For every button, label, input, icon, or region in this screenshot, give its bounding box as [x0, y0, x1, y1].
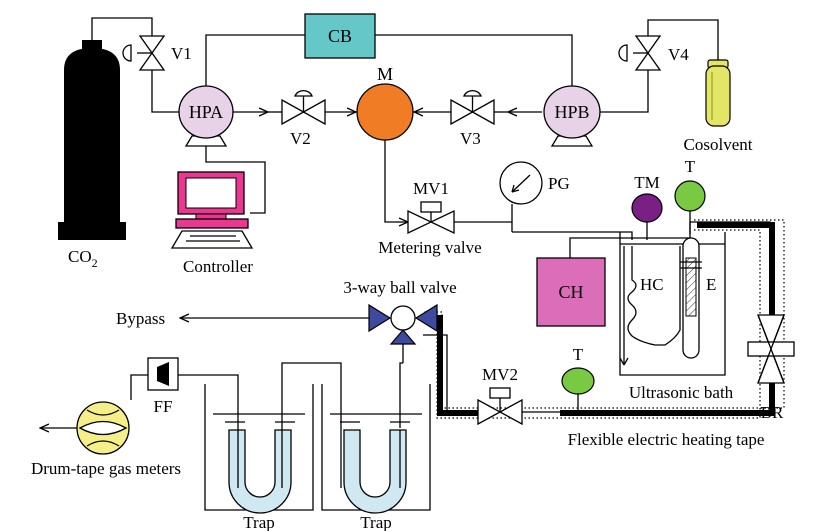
- trap-1: [204, 384, 314, 514]
- ch-label: CH: [558, 282, 583, 302]
- ultrasonic-bath-label: Ultrasonic bath: [629, 383, 734, 402]
- ff-label: FF: [154, 397, 173, 416]
- pg-label: PG: [548, 174, 570, 193]
- t-bottom-label: T: [573, 345, 584, 364]
- hpb-pump: [543, 85, 601, 147]
- v3-label: V3: [460, 129, 481, 148]
- trap-2-label: Trap: [360, 513, 392, 531]
- hpa-label: HPA: [189, 102, 223, 122]
- v1-label: V1: [171, 44, 192, 63]
- e-label: E: [706, 275, 716, 294]
- pg-pressure-gauge: [499, 161, 543, 205]
- bypass-label: Bypass: [116, 309, 165, 328]
- mv2-label: MV2: [482, 365, 518, 384]
- v1-valve: [122, 35, 166, 71]
- v2-label: V2: [290, 129, 311, 148]
- ultrasonic-bath: [619, 232, 726, 376]
- mv2-valve: [477, 387, 523, 426]
- br-valve: [747, 314, 795, 384]
- controller-computer: [170, 171, 254, 249]
- tm-sensor: [631, 193, 663, 240]
- br-label: BR: [761, 403, 784, 422]
- t-sensor-bottom: [561, 367, 595, 410]
- hpa-pump: [178, 85, 234, 147]
- tm-label: TM: [634, 173, 660, 192]
- three-way-label: 3-way ball valve: [343, 278, 456, 297]
- mv1-valve: [407, 201, 455, 235]
- cb-label: CB: [328, 26, 352, 46]
- v3-valve: [450, 90, 495, 126]
- co2-cylinder: [58, 40, 126, 240]
- drum-tape-gas-meter: [76, 401, 130, 455]
- co2-label: CO2: [68, 247, 98, 270]
- ch-box: [536, 257, 606, 327]
- mv1-label: MV1: [413, 179, 449, 198]
- cb-box: [304, 13, 376, 59]
- cosolvent-bottle: [705, 59, 731, 127]
- t-top-label: T: [685, 157, 696, 176]
- v4-label: V4: [668, 45, 689, 64]
- t-sensor-top: [674, 180, 706, 234]
- drum-meter-label: Drum-tape gas meters: [31, 459, 181, 478]
- hc-label: HC: [640, 275, 664, 294]
- trap-2: [321, 384, 431, 514]
- v2-valve: [281, 90, 326, 126]
- v4-valve: [618, 35, 662, 71]
- hpb-label: HPB: [554, 102, 589, 122]
- three-way-ball-valve: [368, 303, 438, 345]
- controller-label: Controller: [183, 257, 253, 276]
- heating-tape-label: Flexible electric heating tape: [568, 430, 765, 449]
- m-label: M: [377, 64, 393, 84]
- metering-valve-label: Metering valve: [378, 238, 481, 257]
- m-mixer: [356, 83, 414, 141]
- ff-filter: [147, 357, 179, 391]
- cosolvent-label: Cosolvent: [684, 135, 753, 154]
- trap-1-label: Trap: [243, 513, 275, 531]
